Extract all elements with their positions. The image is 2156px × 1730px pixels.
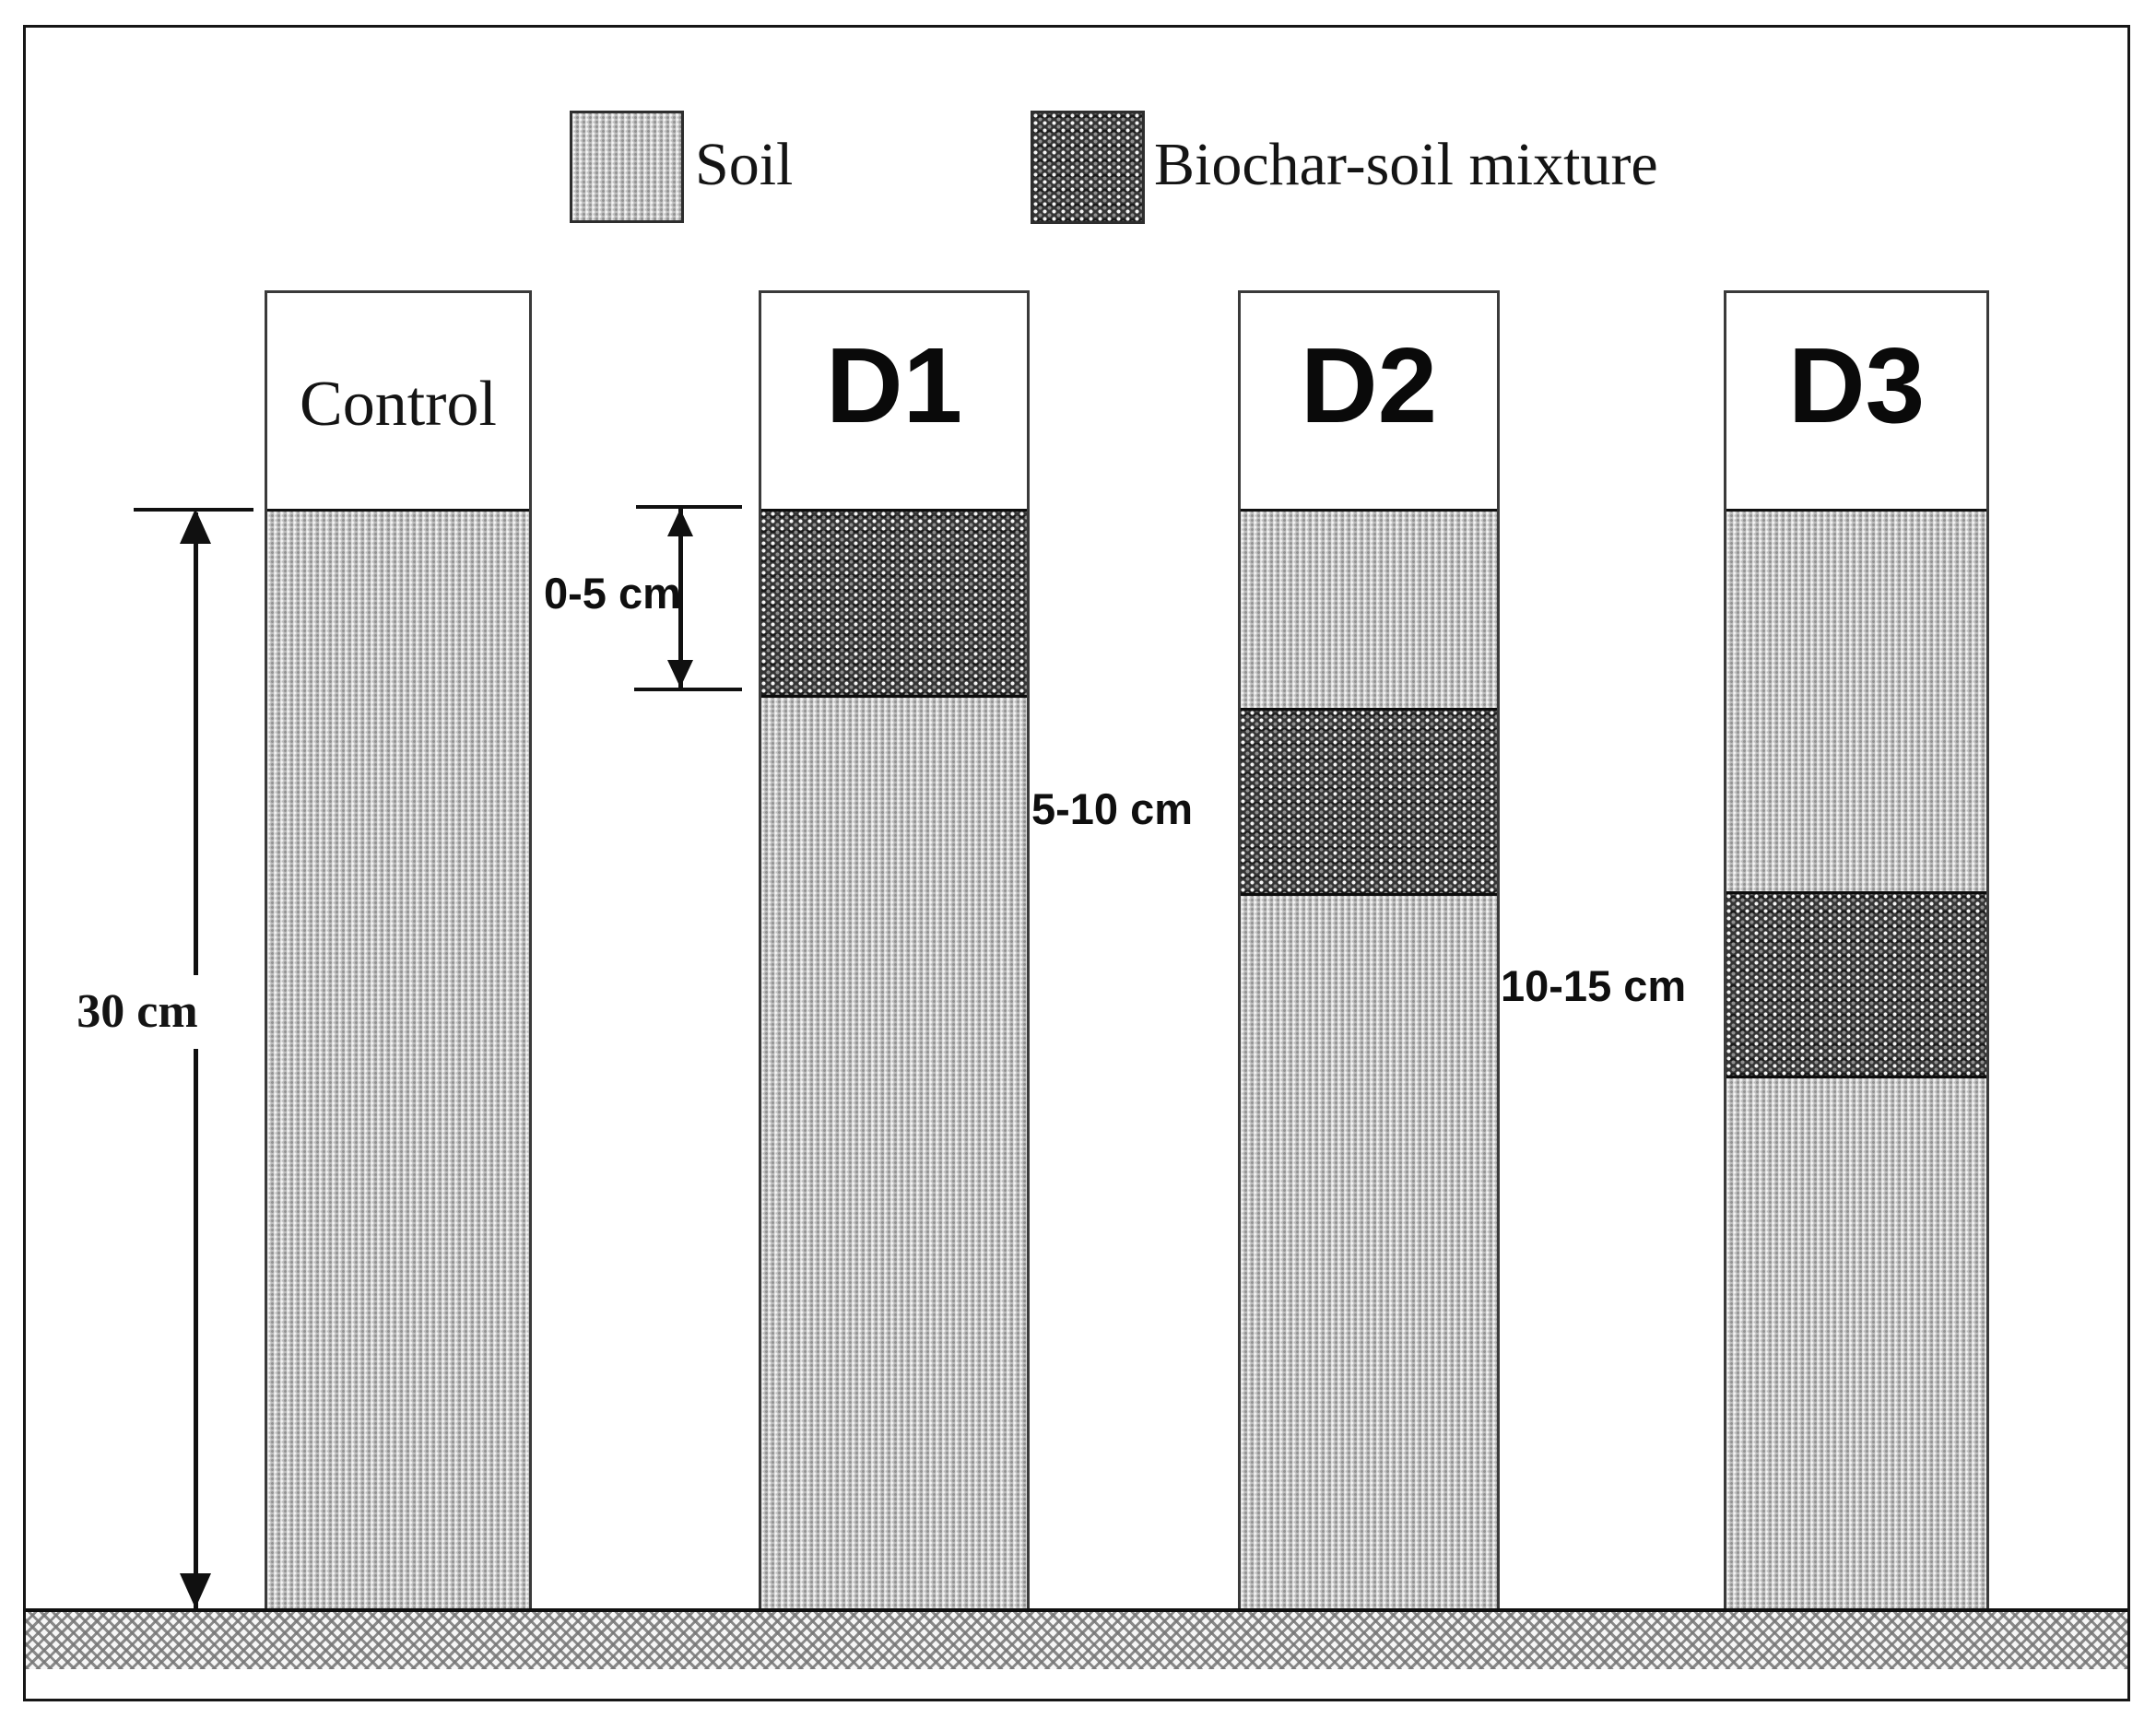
d1-depth-top-tick [636, 505, 742, 509]
column-d2: D2 [1238, 290, 1500, 1608]
height-arrow-line [194, 512, 198, 1608]
ground-hatch-strip [26, 1612, 2127, 1669]
d1-depth-label: 0-5 cm [544, 569, 681, 618]
d2-soil-upper-layer [1241, 509, 1497, 708]
column-d3-title: D3 [1787, 325, 1926, 445]
d2-biochar-layer [1241, 708, 1497, 896]
control-soil-layer [267, 509, 529, 1608]
d2-depth-label: 5-10 cm [1031, 784, 1194, 833]
d1-soil-layer [761, 698, 1027, 1608]
height-label: 30 cm [59, 975, 216, 1049]
d2-soil-lower-layer [1241, 896, 1497, 1608]
legend-biochar-swatch [1031, 111, 1145, 224]
legend-soil-swatch [570, 111, 684, 223]
column-d3: D3 [1724, 290, 1989, 1608]
column-d2-title: D2 [1300, 325, 1438, 445]
ground-line [26, 1608, 2127, 1612]
legend-biochar-label: Biochar-soil mixture [1154, 131, 1658, 198]
d1-depth-arrowhead-up-icon [667, 509, 693, 536]
legend-soil-label: Soil [695, 131, 794, 198]
d1-biochar-layer [761, 509, 1027, 698]
d1-depth-arrowhead-down-icon [667, 660, 693, 688]
column-d1-title: D1 [825, 325, 963, 445]
d3-depth-label: 10-15 cm [1501, 961, 1687, 1010]
figure-border [23, 25, 2130, 1701]
height-arrowhead-down-icon [180, 1573, 211, 1608]
column-d1: D1 [759, 290, 1030, 1608]
d3-soil-lower-layer [1726, 1078, 1986, 1608]
column-control-title: Control [300, 369, 497, 440]
d3-biochar-layer [1726, 891, 1986, 1078]
column-control: Control [265, 290, 532, 1608]
height-arrowhead-up-icon [180, 509, 211, 544]
d3-soil-upper-layer [1726, 509, 1986, 891]
d1-depth-bottom-tick [634, 688, 742, 691]
d1-depth-arrow-line [678, 509, 683, 688]
